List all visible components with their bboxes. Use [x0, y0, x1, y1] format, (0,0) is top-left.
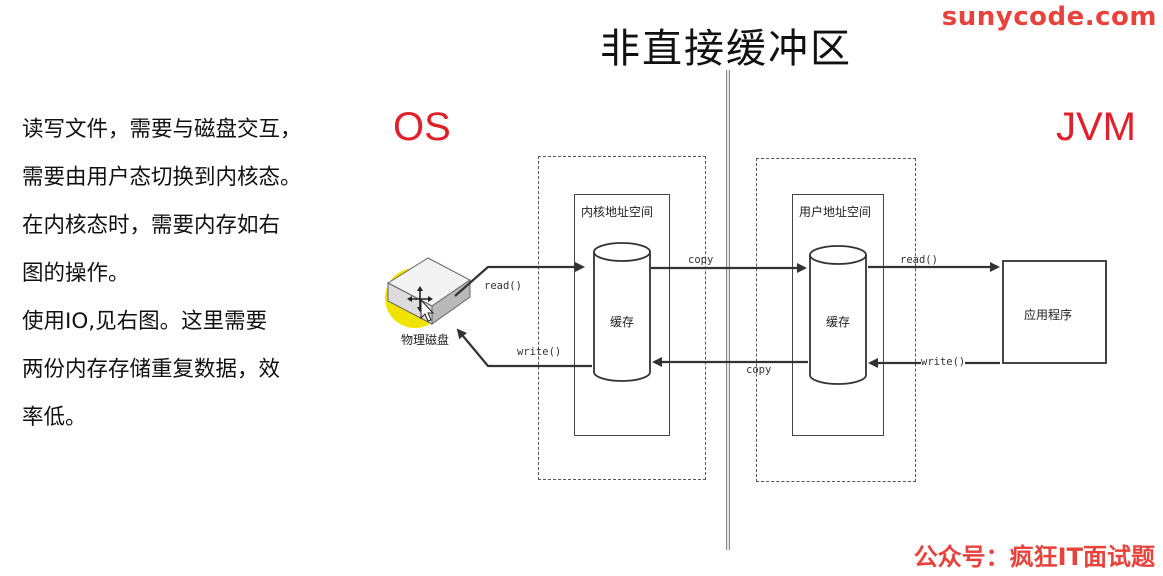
- watermark-wechat: 公众号：疯狂IT面试题: [913, 543, 1155, 571]
- copy-label-top: copy: [688, 254, 714, 266]
- page-title: 非直接缓冲区: [600, 26, 852, 72]
- center-divider: [726, 70, 730, 550]
- explanation-line: 图的操作。: [22, 261, 130, 286]
- read-label-right: read(): [900, 254, 938, 266]
- explanation-line: 需要由用户态切换到内核态。: [22, 165, 302, 190]
- user-address-space-label: 用户地址空间: [799, 205, 872, 219]
- explanation-line: 读写文件，需要与磁盘交互，: [22, 117, 302, 142]
- read-label-left: read(): [484, 280, 522, 292]
- write-label-left: write(): [517, 346, 562, 358]
- move-cursor-icon: [407, 286, 435, 322]
- application-box: [1002, 260, 1107, 364]
- write-label-right: write(): [921, 356, 966, 368]
- explanation-text: 读写文件，需要与磁盘交互， 需要由用户态切换到内核态。 在内核态时，需要内存如右…: [22, 106, 362, 442]
- jvm-dashed-region: [756, 158, 916, 482]
- explanation-line: 使用IO,见右图。这里需要: [22, 309, 268, 334]
- explanation-line: 率低。: [22, 405, 87, 430]
- kernel-buffer-cylinder: [593, 242, 651, 382]
- kernel-buffer-label: 缓存: [610, 315, 635, 329]
- jvm-label: JVM: [1056, 105, 1136, 149]
- explanation-line: 两份内存存储重复数据，效: [22, 357, 281, 382]
- read-disk-arrow: [454, 262, 585, 297]
- watermark-sunycode: sunycode.com: [941, 2, 1157, 32]
- application-label: 应用程序: [1024, 308, 1073, 322]
- kernel-address-space-label: 内核地址空间: [581, 205, 654, 219]
- os-label: OS: [393, 105, 451, 149]
- copy-label-bottom: copy: [746, 364, 772, 376]
- os-dashed-region: [538, 156, 706, 480]
- explanation-line: 在内核态时，需要内存如右: [22, 213, 281, 238]
- user-address-space-box: [792, 194, 884, 436]
- user-buffer-cylinder: [809, 245, 867, 385]
- user-buffer-label: 缓存: [826, 315, 851, 329]
- write-disk-arrow: [456, 328, 592, 368]
- disk-label: 物理磁盘: [401, 333, 450, 347]
